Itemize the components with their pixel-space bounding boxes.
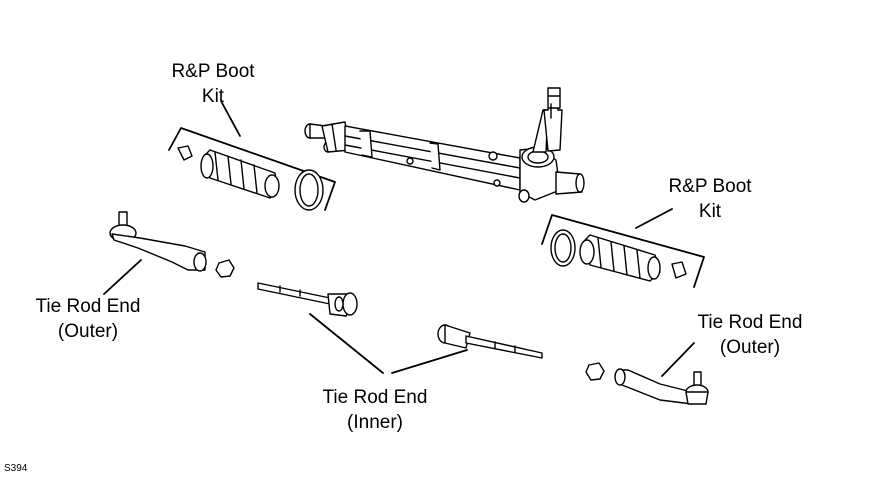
- label-tie-rod-inner: Tie Rod End (Inner): [322, 387, 428, 433]
- label-tie-rod-outer-right: Tie Rod End (Outer): [697, 312, 803, 358]
- label-boot-kit-right: R&P Boot Kit: [668, 176, 752, 222]
- leader-inner-1: [309, 313, 384, 374]
- tie-rod-end-outer-right-part: [585, 362, 709, 405]
- label-boot-kit-left: R&P Boot Kit: [171, 61, 255, 107]
- boot-kit-left-bracket: [168, 100, 336, 211]
- leader-outer-left: [103, 259, 142, 295]
- rack-and-pinion-assembly: [304, 87, 585, 203]
- tie-rod-end-inner-left-part: [257, 282, 358, 317]
- diagram-code: S394: [4, 463, 28, 474]
- leader-outer-right: [661, 342, 695, 377]
- label-tie-rod-outer-left: Tie Rod End (Outer): [35, 296, 141, 342]
- boot-kit-right-parts: [550, 229, 687, 282]
- leader-inner-2: [391, 349, 468, 374]
- boot-kit-left-parts: [177, 145, 324, 211]
- boot-kit-right-bracket: [541, 208, 705, 288]
- tie-rod-end-outer-left-part: [109, 211, 235, 278]
- tie-rod-end-inner-right-part: [437, 324, 543, 359]
